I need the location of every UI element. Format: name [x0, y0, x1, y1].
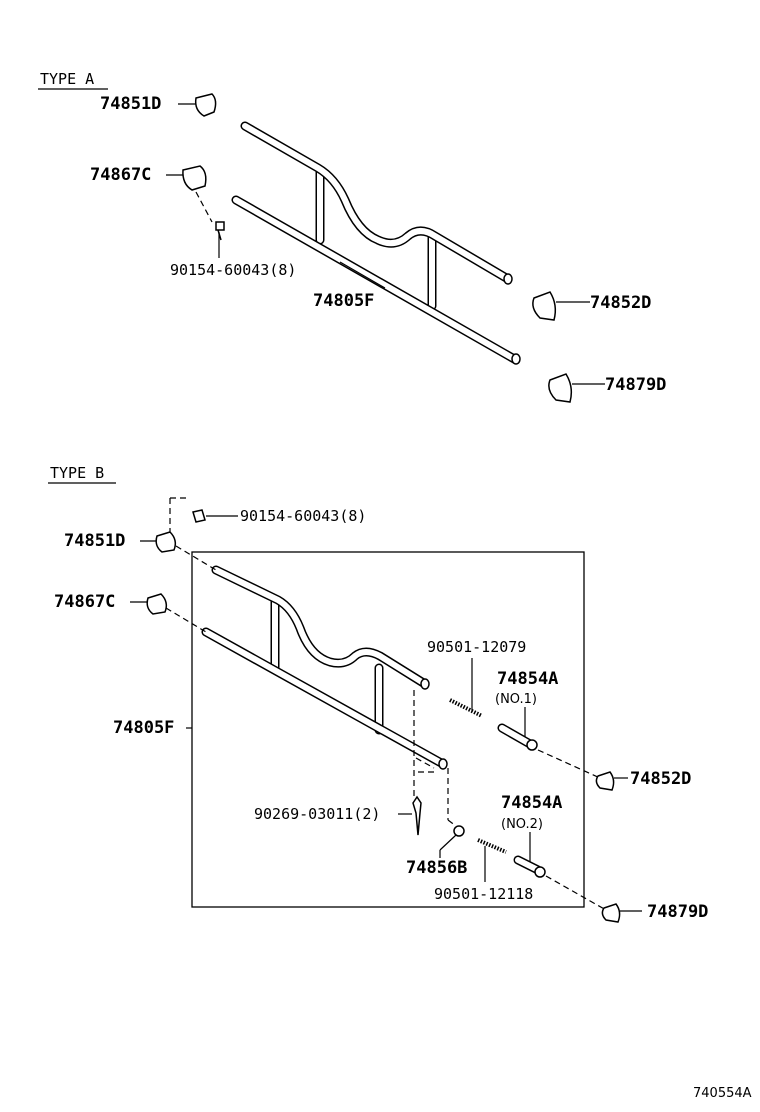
type-b-section: TYPE B 90154-60043(8) 74851D 74867C 7480… [48, 464, 708, 923]
label-90154-b: 90154-60043(8) [240, 507, 366, 525]
label-74852d-a: 74852D [590, 293, 651, 313]
bracket-74879d-icon [548, 373, 573, 403]
label-74854a-no2: 74854A [501, 793, 562, 813]
label-74879d-b: 74879D [647, 902, 708, 922]
bolt-icon [215, 221, 225, 241]
bolt-icon [192, 509, 206, 523]
bracket-74851d-icon [194, 93, 217, 117]
bracket-74851d-icon [155, 531, 177, 553]
label-no2: (NO.2) [501, 817, 543, 832]
assembly-box [191, 551, 585, 908]
spring-icon [477, 838, 507, 854]
spring-icon [449, 698, 483, 718]
type-b-heading: TYPE B [50, 464, 104, 482]
bracket-74867c-icon [182, 165, 207, 191]
type-a-heading: TYPE A [40, 70, 94, 88]
bracket-74852d-icon [595, 771, 615, 791]
label-90501-12118: 90501-12118 [434, 885, 533, 903]
label-74856b: 74856B [406, 858, 467, 878]
label-74867c-a: 74867C [90, 165, 151, 185]
label-74867c-b: 74867C [54, 592, 115, 612]
label-90154-a: 90154-60043(8) [170, 261, 296, 279]
label-74805f-b: 74805F [113, 718, 174, 738]
figure-id: 740554A [693, 1086, 752, 1101]
pin-icon [412, 795, 422, 836]
bracket-74879d-icon [601, 903, 621, 923]
label-74805f-a: 74805F [313, 291, 374, 311]
bracket-74867c-icon [146, 593, 168, 615]
label-74879d-a: 74879D [605, 375, 666, 395]
label-no1: (NO.1) [495, 692, 537, 707]
label-74852d-b: 74852D [630, 769, 691, 789]
label-90269-03011: 90269-03011(2) [254, 805, 380, 823]
label-90501-12079: 90501-12079 [427, 638, 526, 656]
bracket-74852d-icon [532, 291, 557, 321]
label-74854a-no1: 74854A [497, 669, 558, 689]
label-74851d-a: 74851D [100, 94, 161, 114]
label-74851d-b: 74851D [64, 531, 125, 551]
stay-bar-74805f-type-b [201, 565, 448, 770]
stay-bar-74805f-type-a [231, 121, 521, 365]
type-a-section: TYPE A 74851D 74867C 90154-60043(8) 7480… [38, 70, 666, 403]
cap-74856b-icon [453, 825, 465, 837]
